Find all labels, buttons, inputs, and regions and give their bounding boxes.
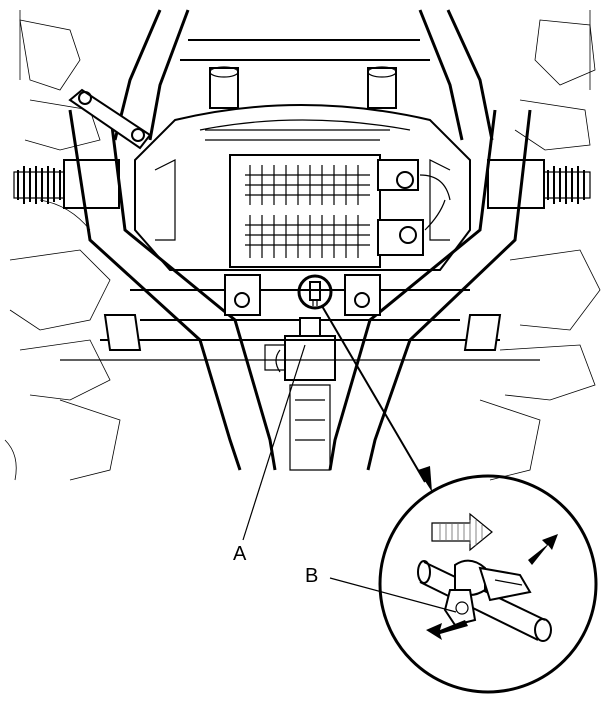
callout-a: A <box>233 344 306 565</box>
detail-view <box>329 474 598 694</box>
hose-clamp-icon <box>443 559 532 627</box>
breather-fitting <box>297 274 333 310</box>
mounting-bosses <box>103 274 502 351</box>
differential-housing <box>134 66 471 271</box>
left-suspension <box>4 10 121 481</box>
callout-a-label: A <box>233 543 247 565</box>
callout-b-label: B <box>305 565 318 587</box>
actuator-unit <box>229 154 451 268</box>
right-boot <box>487 159 591 209</box>
detail-pointer-arrow <box>321 305 432 492</box>
direction-arrow-icon <box>431 512 493 552</box>
brace-bracket <box>68 88 152 150</box>
propeller-shaft <box>264 317 336 471</box>
left-boot <box>13 159 120 209</box>
right-suspension <box>479 10 601 481</box>
release-arrow-icon <box>426 534 558 640</box>
